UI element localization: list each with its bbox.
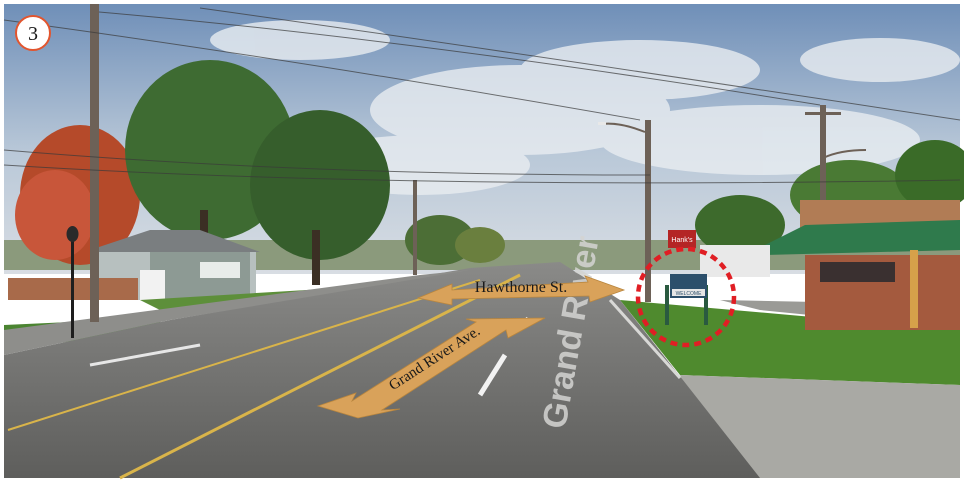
hawthorne-label: Hawthorne St. [475,279,567,296]
utility-poles [90,4,841,322]
welcome-sign: WELCOME [665,274,708,325]
step-number-badge: 3 [15,15,51,51]
hawthorne-arrow [416,275,626,306]
restaurant-building [765,200,960,330]
grand-river-arrow [316,317,546,419]
road [4,262,760,478]
power-lines [3,7,961,184]
highlight-circle [635,246,737,348]
welcome-sign-text: WELCOME [676,291,703,297]
distant-sign-text: Hank's [671,237,693,244]
house [8,230,260,300]
trees-left [15,60,505,285]
step-number: 3 [28,23,38,45]
